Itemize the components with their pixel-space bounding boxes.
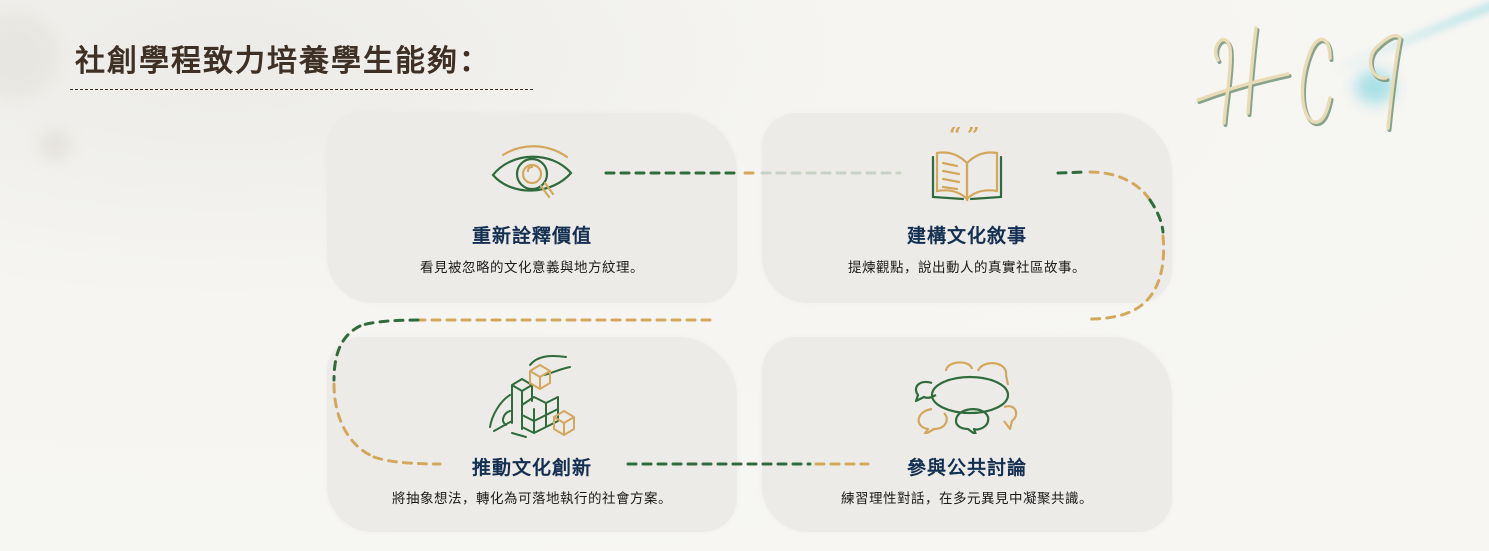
card-description: 將抽象想法，轉化為可落地執行的社會方案。	[392, 491, 672, 507]
svg-text:”: ”	[967, 127, 980, 149]
card-description: 練習理性對話，在多元異見中凝聚共識。	[841, 491, 1093, 507]
card-public-discussion: 參與公共討論 練習理性對話，在多元異見中凝聚共識。	[762, 337, 1172, 532]
hci-logo: HCI	[1196, 26, 1404, 132]
card-title: 參與公共討論	[906, 457, 1027, 479]
card-title: 重新詮釋價值	[471, 225, 592, 247]
eye-magnifier-icon	[491, 145, 573, 199]
card-build-narrative: “ ” 建構文化敘事 提煉觀點，說出動人的真實社區故事。	[762, 113, 1172, 303]
card-title: 推動文化創新	[471, 457, 592, 479]
discussion-bubbles-icon	[914, 361, 1018, 434]
open-book-quote-icon: “ ”	[931, 127, 1003, 202]
title-dashed-underline	[70, 89, 533, 90]
hand-building-blocks-icon	[489, 355, 575, 438]
card-description: 看見被忽略的文化意義與地方紋理。	[420, 260, 644, 276]
page-title: 社創學程致力培養學生能夠：	[75, 44, 491, 79]
svg-text:“: “	[949, 127, 962, 149]
background-blur-dot	[40, 130, 70, 160]
card-promote-innovation: 推動文化創新 將抽象想法，轉化為可落地執行的社會方案。	[327, 337, 737, 532]
card-reinterpret-value: 重新詮釋價值 看見被忽略的文化意義與地方紋理。	[327, 113, 737, 303]
card-title: 建構文化敘事	[906, 225, 1027, 247]
card-description: 提煉觀點，說出動人的真實社區故事。	[848, 260, 1086, 276]
background-blur-decoration	[0, 10, 60, 100]
